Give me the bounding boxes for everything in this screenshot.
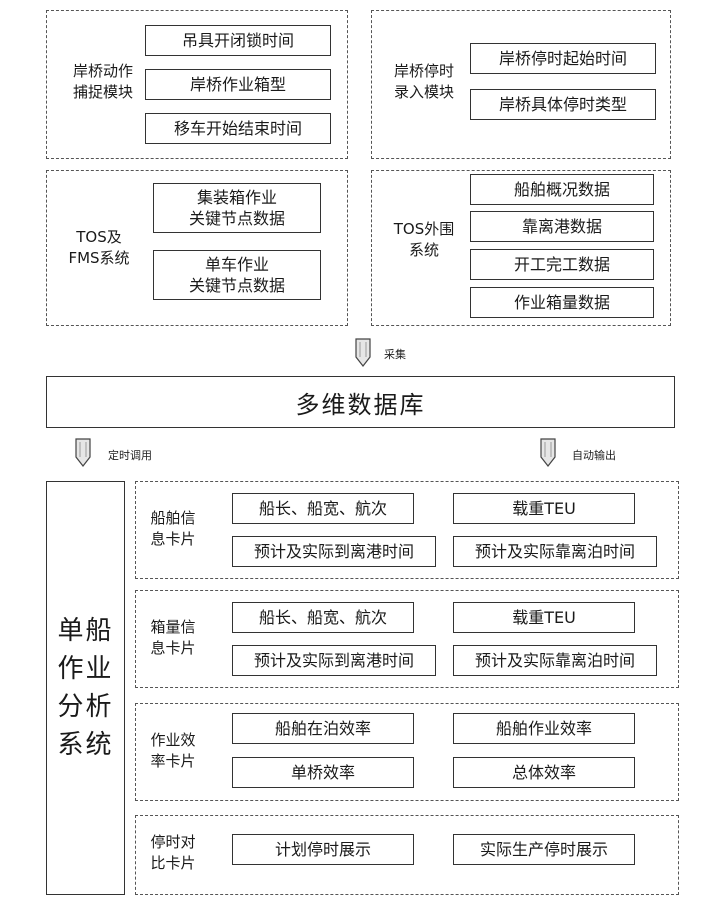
collect-arrow-icon — [353, 338, 373, 368]
port-arrival-departure-time-box: 预计及实际到离港时间 — [232, 536, 436, 567]
tos-fms-label: TOS及 FMS系统 — [49, 227, 149, 269]
vessel-analysis-system: 单船 作业 分析 系统 — [46, 481, 125, 895]
single-crane-efficiency-box: 单桥效率 — [232, 757, 414, 788]
stop-time-card-label: 停时对 比卡片 — [140, 832, 206, 874]
truck-key-node-box: 单车作业 关键节点数据 — [153, 250, 321, 300]
container-key-node-box: 集装箱作业 关键节点数据 — [153, 183, 321, 233]
vessel-length-width-voyage-box-2: 船长、船宽、航次 — [232, 602, 414, 633]
crane-action-label: 岸桥动作 捕捉模块 — [55, 61, 151, 103]
berthing-unberthing-time-box: 预计及实际靠离泊时间 — [453, 536, 657, 567]
deadweight-teu-box-2: 载重TEU — [453, 602, 635, 633]
multidimensional-database: 多维数据库 — [46, 376, 675, 428]
crane-stop-start-time-box: 岸桥停时起始时间 — [470, 43, 656, 74]
crane-action-module: 岸桥动作 捕捉模块 吊具开闭锁时间 岸桥作业箱型 移车开始结束时间 — [46, 10, 348, 159]
box-volume-box: 作业箱量数据 — [470, 287, 654, 318]
start-finish-box: 开工完工数据 — [470, 249, 654, 280]
overall-efficiency-box: 总体效率 — [453, 757, 635, 788]
vessel-info-card-label: 船舶信 息卡片 — [140, 508, 206, 550]
port-arrival-departure-time-box-2: 预计及实际到离港时间 — [232, 645, 436, 676]
berth-departure-box: 靠离港数据 — [470, 211, 654, 242]
crane-stop-module: 岸桥停时 录入模块 岸桥停时起始时间 岸桥具体停时类型 — [371, 10, 671, 159]
vessel-operation-efficiency-box: 船舶作业效率 — [453, 713, 635, 744]
spreader-lock-time-box: 吊具开闭锁时间 — [145, 25, 331, 56]
efficiency-card-label: 作业效 率卡片 — [140, 730, 206, 772]
auto-output-label: 自动输出 — [572, 447, 616, 463]
crane-stop-label: 岸桥停时 录入模块 — [376, 61, 472, 103]
planned-stop-time-box: 计划停时展示 — [232, 834, 414, 865]
vessel-length-width-voyage-box: 船长、船宽、航次 — [232, 493, 414, 524]
timed-call-label: 定时调用 — [108, 447, 152, 463]
tos-peripheral-label: TOS外围 系统 — [376, 219, 472, 261]
berthing-unberthing-time-box-2: 预计及实际靠离泊时间 — [453, 645, 657, 676]
tos-fms-module: TOS及 FMS系统 集装箱作业 关键节点数据 单车作业 关键节点数据 — [46, 170, 348, 326]
vessel-overview-box: 船舶概况数据 — [470, 174, 654, 205]
crane-stop-type-box: 岸桥具体停时类型 — [470, 89, 656, 120]
box-volume-card-label: 箱量信 息卡片 — [140, 617, 206, 659]
operation-efficiency-card: 作业效 率卡片 船舶在泊效率 船舶作业效率 单桥效率 总体效率 — [135, 703, 679, 801]
stop-time-comparison-card: 停时对 比卡片 计划停时展示 实际生产停时展示 — [135, 815, 679, 895]
crane-box-type-box: 岸桥作业箱型 — [145, 69, 331, 100]
auto-output-arrow-icon — [538, 438, 558, 468]
box-volume-info-card: 箱量信 息卡片 船长、船宽、航次 载重TEU 预计及实际到离港时间 预计及实际靠… — [135, 590, 679, 688]
deadweight-teu-box: 载重TEU — [453, 493, 635, 524]
timed-call-arrow-icon — [73, 438, 93, 468]
vessel-info-card: 船舶信 息卡片 船长、船宽、航次 载重TEU 预计及实际到离港时间 预计及实际靠… — [135, 481, 679, 579]
tos-peripheral-module: TOS外围 系统 船舶概况数据 靠离港数据 开工完工数据 作业箱量数据 — [371, 170, 671, 326]
collect-arrow-label: 采集 — [384, 346, 406, 362]
berth-efficiency-box: 船舶在泊效率 — [232, 713, 414, 744]
trolley-move-time-box: 移车开始结束时间 — [145, 113, 331, 144]
actual-stop-time-box: 实际生产停时展示 — [453, 834, 635, 865]
